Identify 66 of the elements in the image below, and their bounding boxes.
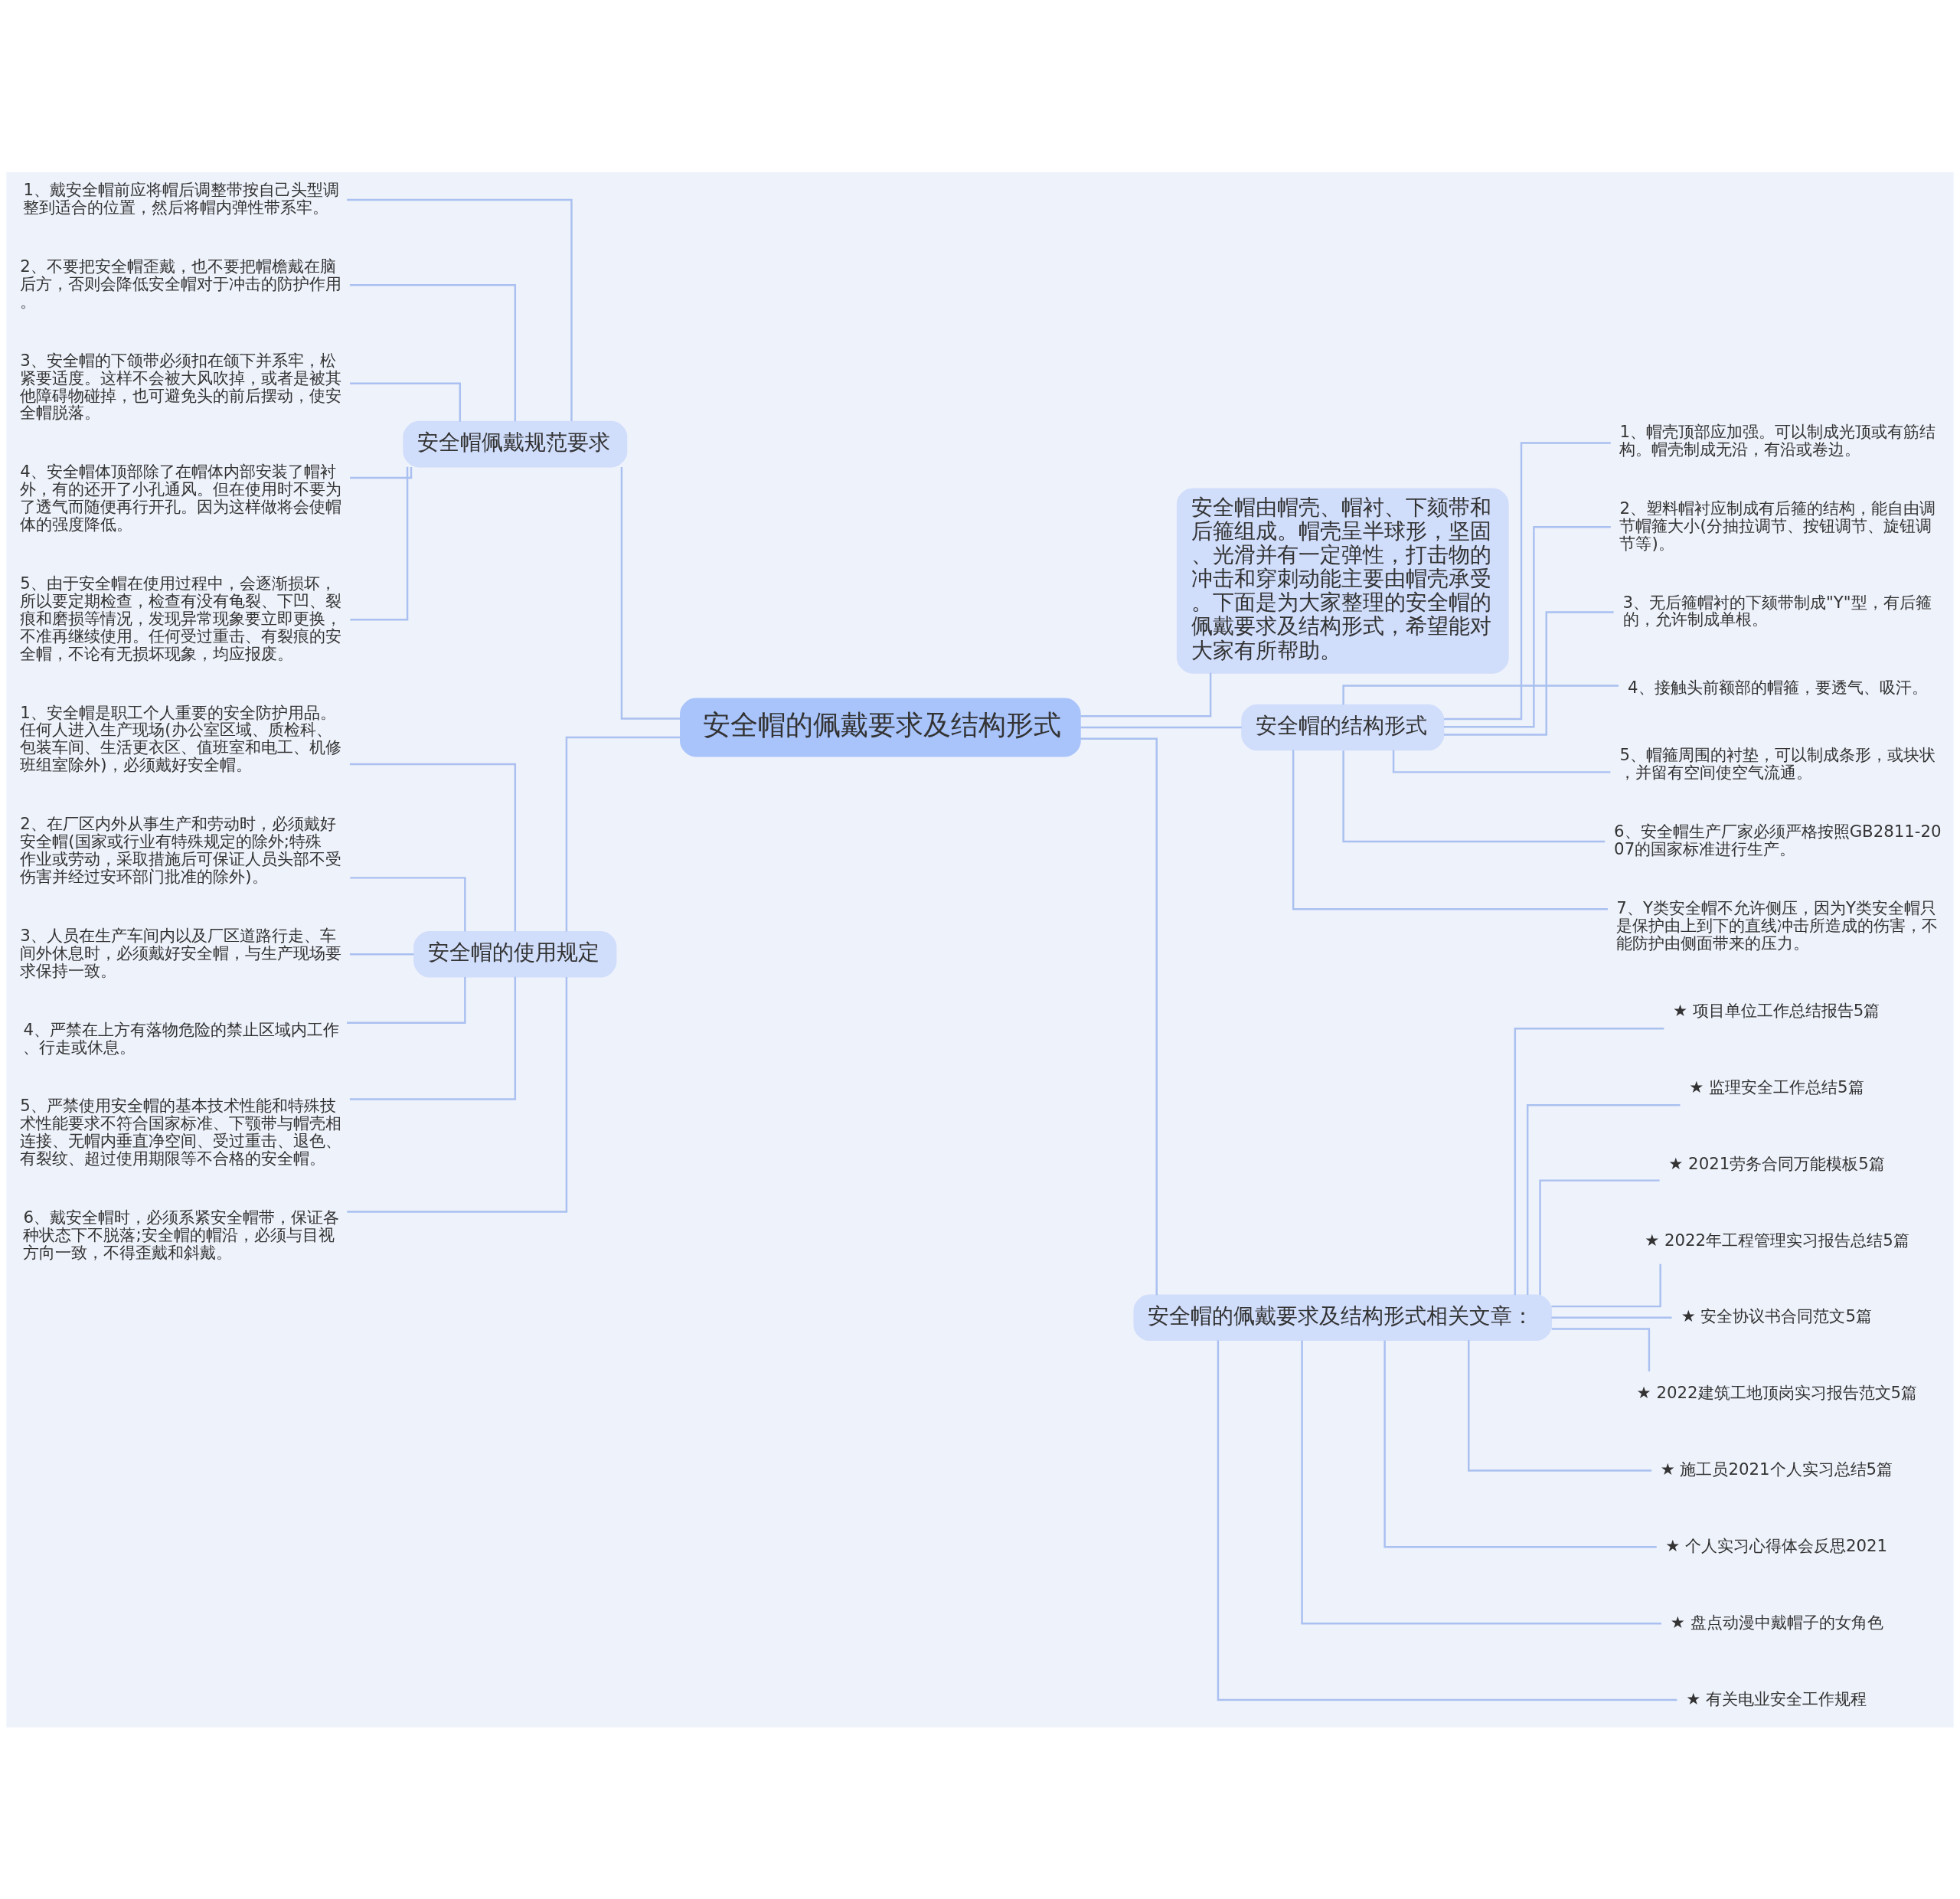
node-text: 3、无后箍帽衬的下颏带制成"Y"型，有后箍的，允许制成单根。 <box>1622 592 1932 629</box>
connector <box>1342 684 1619 704</box>
connector <box>347 976 466 1024</box>
connector <box>1383 1340 1657 1548</box>
node-text: 4、严禁在上方有落物危险的禁止区域内工作、行走或休息。 <box>23 1019 339 1057</box>
node-text: 6、安全帽生产厂家必须严格按照GB2811-2007的国家标准进行生产。 <box>1614 821 1942 858</box>
connector <box>350 466 413 479</box>
connector <box>347 976 568 1213</box>
connector <box>350 466 409 620</box>
connector <box>1444 441 1611 720</box>
node-text: 7、Y类安全帽不允许侧压，因为Y类安全帽只是保护由上到下的直线冲击所造成的伤害，不能防护由侧面带来的压力。 <box>1616 897 1939 953</box>
connector <box>1551 1327 1651 1371</box>
node-text: ★ 盘点动漫中戴帽子的女角色 <box>1670 1612 1883 1632</box>
node-text: 2、塑料帽衬应制成有后箍的结构，能自由调节帽箍大小(分抽拉调节、按钮调节、旋钮调节等)。 <box>1619 498 1936 553</box>
node-box: 安全帽的结构形式 <box>1241 704 1445 750</box>
connector <box>1080 737 1158 1295</box>
connector <box>1443 525 1611 727</box>
connector <box>350 876 466 931</box>
connector <box>349 763 517 931</box>
connector <box>349 953 414 955</box>
node-text: 1、戴安全帽前应将帽后调整带按自己头型调整到适合的位置，然后将帽内弹性带系牢。 <box>23 179 339 217</box>
node-text: 3、人员在生产车间内以及厂区道路行走、车间外休息时，必须戴好安全帽，与生产现场要求保持一致。 <box>20 925 342 980</box>
connector <box>1080 672 1212 717</box>
node-text: ★ 个人实习心得体会反思2021 <box>1665 1535 1888 1555</box>
node-box: 安全帽的使用规定 <box>413 930 617 977</box>
node-text: ★ 施工员2021个人实习总结5篇 <box>1660 1459 1893 1479</box>
connector <box>347 198 573 421</box>
node-text: 5、严禁使用安全帽的基本技术性能和特殊技术性能要求不符合国家标准、下颚带与帽壳相连接、无帽内垂直净空间、受过重击、退色、有裂纹、超过使用期限等不合格的安全帽。 <box>20 1095 342 1168</box>
connector <box>1526 1103 1681 1295</box>
connector <box>620 466 681 720</box>
node-box: 安全帽佩戴规范要求 <box>403 420 628 467</box>
node-text: ★ 有关电业安全工作规程 <box>1686 1688 1867 1708</box>
node-text: ★ 安全协议书合同范文5篇 <box>1681 1306 1873 1325</box>
node-box: 安全帽的佩戴要求及结构形式 <box>680 698 1081 757</box>
node-box: 安全帽由帽壳、帽衬、下颏带和后箍组成。帽壳呈半球形，坚固、光滑并有一定弹性，打击物的冲击和穿刺动能主要由帽壳承受。下面是为大家整理的安全帽的佩戴要求及结构形式，希望能对大家有所帮助。 <box>1176 487 1509 674</box>
connector <box>1080 726 1242 728</box>
node-text: 2、不要把安全帽歪戴，也不要把帽檐戴在脑后方，否则会降低安全帽对于冲击的防护作用。 <box>20 256 342 311</box>
connector <box>349 976 517 1100</box>
node-box: 安全帽的佩戴要求及结构形式相关文章： <box>1133 1294 1553 1341</box>
node-text: 6、戴安全帽时，必须系紧安全帽带，保证各种状态下不脱落;安全帽的帽沿，必须与目视方向一致，不得歪戴和斜戴。 <box>23 1207 339 1262</box>
connector <box>1217 1340 1677 1701</box>
node-text: 5、帽箍周围的衬垫，可以制成条形，或块状，并留有空间使空气流通。 <box>1619 744 1936 782</box>
connector <box>1551 1316 1672 1319</box>
node-text: 4、接触头前额部的帽箍，要透气、吸汗。 <box>1628 677 1928 697</box>
connector <box>565 736 681 931</box>
node-text: ★ 2022年工程管理实习报告总结5篇 <box>1645 1230 1909 1250</box>
node-text: 3、安全帽的下颌带必须扣在颌下并系牢，松紧要适度。这样不会被大风吹掉，或者是被其他障碍物碰掉，也可避免头的前后摆动，使安全帽脱落。 <box>20 350 342 422</box>
node-text: 4、安全帽体顶部除了在帽体内部安装了帽衬外，有的还开了小孔通风。但在使用时不要为了透气而随便再行开孔。因为这样做将会使帽体的强度降低。 <box>20 461 342 534</box>
node-text: ★ 监理安全工作总结5篇 <box>1689 1077 1864 1097</box>
node-text: 1、帽壳顶部应加强。可以制成光顶或有筋结构。帽壳制成无沿，有沿或卷边。 <box>1619 421 1936 459</box>
node-text: 2、在厂区内外从事生产和劳动时，必须戴好安全帽(国家或行业有特殊规定的除外;特殊作业或劳动，采取措施后可保证人员头部不受伤害并经过安环部门批准的除外)。 <box>20 813 342 886</box>
node-text: 1、安全帽是职工个人重要的安全防护用品。任何人进入生产现场(办公室区域、质检科、包装车间、生活更衣区、值班室和电工、机修班组室除外)，必须戴好安全帽。 <box>20 702 342 774</box>
node-text: ★ 2021劳务合同万能模板5篇 <box>1668 1153 1885 1173</box>
connector <box>1539 1178 1660 1295</box>
node-text: ★ 项目单位工作总结报告5篇 <box>1673 1000 1880 1020</box>
connector <box>1444 610 1614 736</box>
connector <box>350 382 462 422</box>
node-text: 5、由于安全帽在使用过程中，会逐渐损坏，所以要定期检查，检查有没有龟裂、下凹、裂痕和磨损等情况，发现异常现象要立即更换，不准再继续使用。任何受过重击、有裂痕的安全帽，不论有无损坏现象，均应报废。 <box>20 573 342 663</box>
connector <box>1468 1339 1652 1472</box>
connector <box>349 283 517 421</box>
connector <box>1514 1027 1664 1295</box>
connector <box>1301 1340 1661 1624</box>
connector <box>1342 750 1606 842</box>
connector <box>1292 750 1608 910</box>
node-text: ★ 2022建筑工地顶岗实习报告范文5篇 <box>1636 1382 1918 1402</box>
connector <box>1551 1263 1661 1307</box>
